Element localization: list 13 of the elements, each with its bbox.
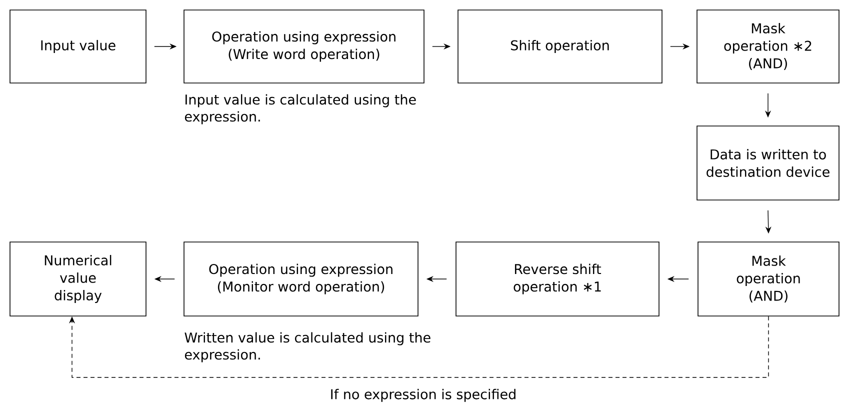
process-box: Operation using expression (Monitor word operation) [184, 242, 418, 316]
process-box: Mask operation ∗2 (AND) [696, 10, 840, 84]
note-text: Written value is calculated using the expression. [184, 332, 430, 362]
process-box: Numerical value display [10, 242, 146, 316]
process-box: Input value [10, 10, 146, 84]
process-box: Operation using expression (Write word operation) [184, 10, 424, 84]
edge-label: If no expression is specified [331, 388, 516, 402]
arrow [68, 316, 769, 378]
process-box: Shift operation [458, 10, 662, 84]
process-box: Mask operation (AND) [698, 242, 840, 316]
process-box: Data is written to destination device [696, 126, 840, 200]
process-box: Reverse shift operation ∗1 [456, 242, 660, 316]
note-text: Input value is calculated using the expression. [184, 94, 416, 124]
